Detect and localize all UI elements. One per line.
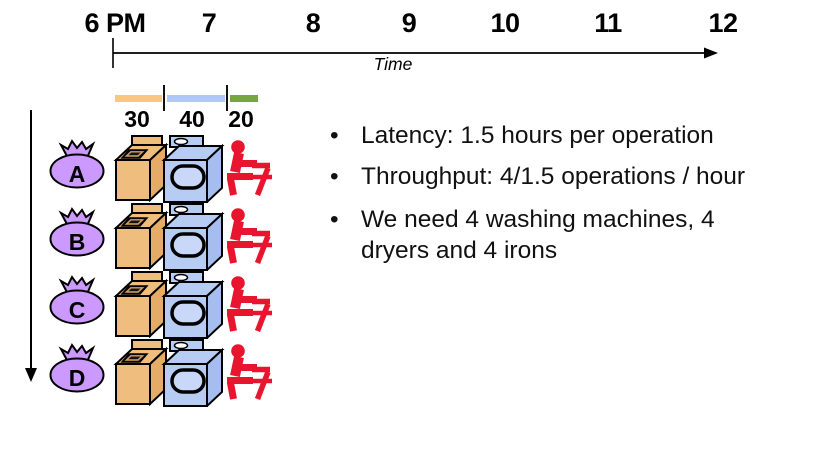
dryer-door: [170, 368, 206, 394]
laundry-load-row-d: D: [0, 338, 292, 407]
dryer-door: [170, 300, 206, 326]
hour-label-7: 7: [201, 8, 217, 38]
ironing-person-icon: [227, 208, 272, 264]
dryer-door: [170, 164, 206, 190]
dryer-lint-oval: [173, 137, 189, 146]
washer-icon: [113, 135, 169, 202]
laundry-load-row-a: A: [0, 134, 292, 203]
bar-divider-tick: [226, 85, 228, 111]
dryer-lint-oval: [173, 273, 189, 282]
ironing-person-icon: [227, 344, 272, 400]
washer-icon: [113, 271, 169, 338]
dryer-icon: [161, 135, 225, 203]
time-axis-label: Time: [373, 54, 413, 74]
dry-duration-label: 40: [179, 106, 205, 132]
load-label: D: [69, 365, 86, 391]
load-label: B: [69, 229, 86, 255]
hour-label-12: 12: [708, 8, 738, 38]
bullet-throughput: • Throughput: 4/1.5 operations / hour: [330, 161, 808, 192]
dryer-lint-oval: [173, 205, 189, 214]
hour-label-10: 10: [490, 8, 520, 38]
bar-divider-tick: [163, 85, 165, 111]
bullet-dot: •: [330, 122, 339, 149]
dryer-icon: [161, 339, 225, 407]
wash-duration-label: 30: [124, 106, 150, 132]
load-label: C: [69, 297, 86, 323]
laundry-bag-icon: A: [49, 139, 105, 189]
ironing-person-icon: [227, 276, 272, 332]
laundry-bag-icon: D: [49, 343, 105, 393]
laundry-bag-icon: B: [49, 207, 105, 257]
dryer-icon: [161, 271, 225, 339]
hour-label-6pm: 6 PM: [84, 8, 146, 38]
bullet-resources: • We need 4 washing machines, 4 dryers a…: [330, 204, 808, 266]
load-order-arrow-icon: [25, 110, 37, 382]
laundry-load-row-c: C: [0, 270, 292, 339]
dryer-icon: [161, 203, 225, 271]
hour-label-11: 11: [594, 8, 622, 38]
bullet-text: Throughput: 4/1.5 operations / hour: [361, 163, 746, 190]
bullet-dot: •: [330, 163, 339, 190]
dryer-door: [170, 232, 206, 258]
laundry-bag-icon: C: [49, 275, 105, 325]
washer-icon: [113, 203, 169, 270]
dry-duration-bar: [167, 95, 225, 102]
bullet-dot: •: [330, 206, 339, 233]
wash-duration-bar: [115, 95, 162, 102]
washer-icon: [113, 339, 169, 406]
bullet-text: Latency: 1.5 hours per operation: [361, 122, 714, 149]
bullet-latency: • Latency: 1.5 hours per operation: [330, 120, 808, 151]
hour-label-9: 9: [401, 8, 417, 38]
load-label: A: [69, 161, 86, 187]
iron-duration-bar: [230, 95, 258, 102]
iron-duration-label: 20: [228, 106, 254, 132]
laundry-load-row-b: B: [0, 202, 292, 271]
time-axis-arrow: [112, 38, 718, 68]
hour-label-8: 8: [305, 8, 321, 38]
bullet-text: We need 4 washing machines, 4 dryers and…: [361, 206, 715, 264]
dryer-lint-oval: [173, 341, 189, 350]
ironing-person-icon: [227, 140, 272, 196]
